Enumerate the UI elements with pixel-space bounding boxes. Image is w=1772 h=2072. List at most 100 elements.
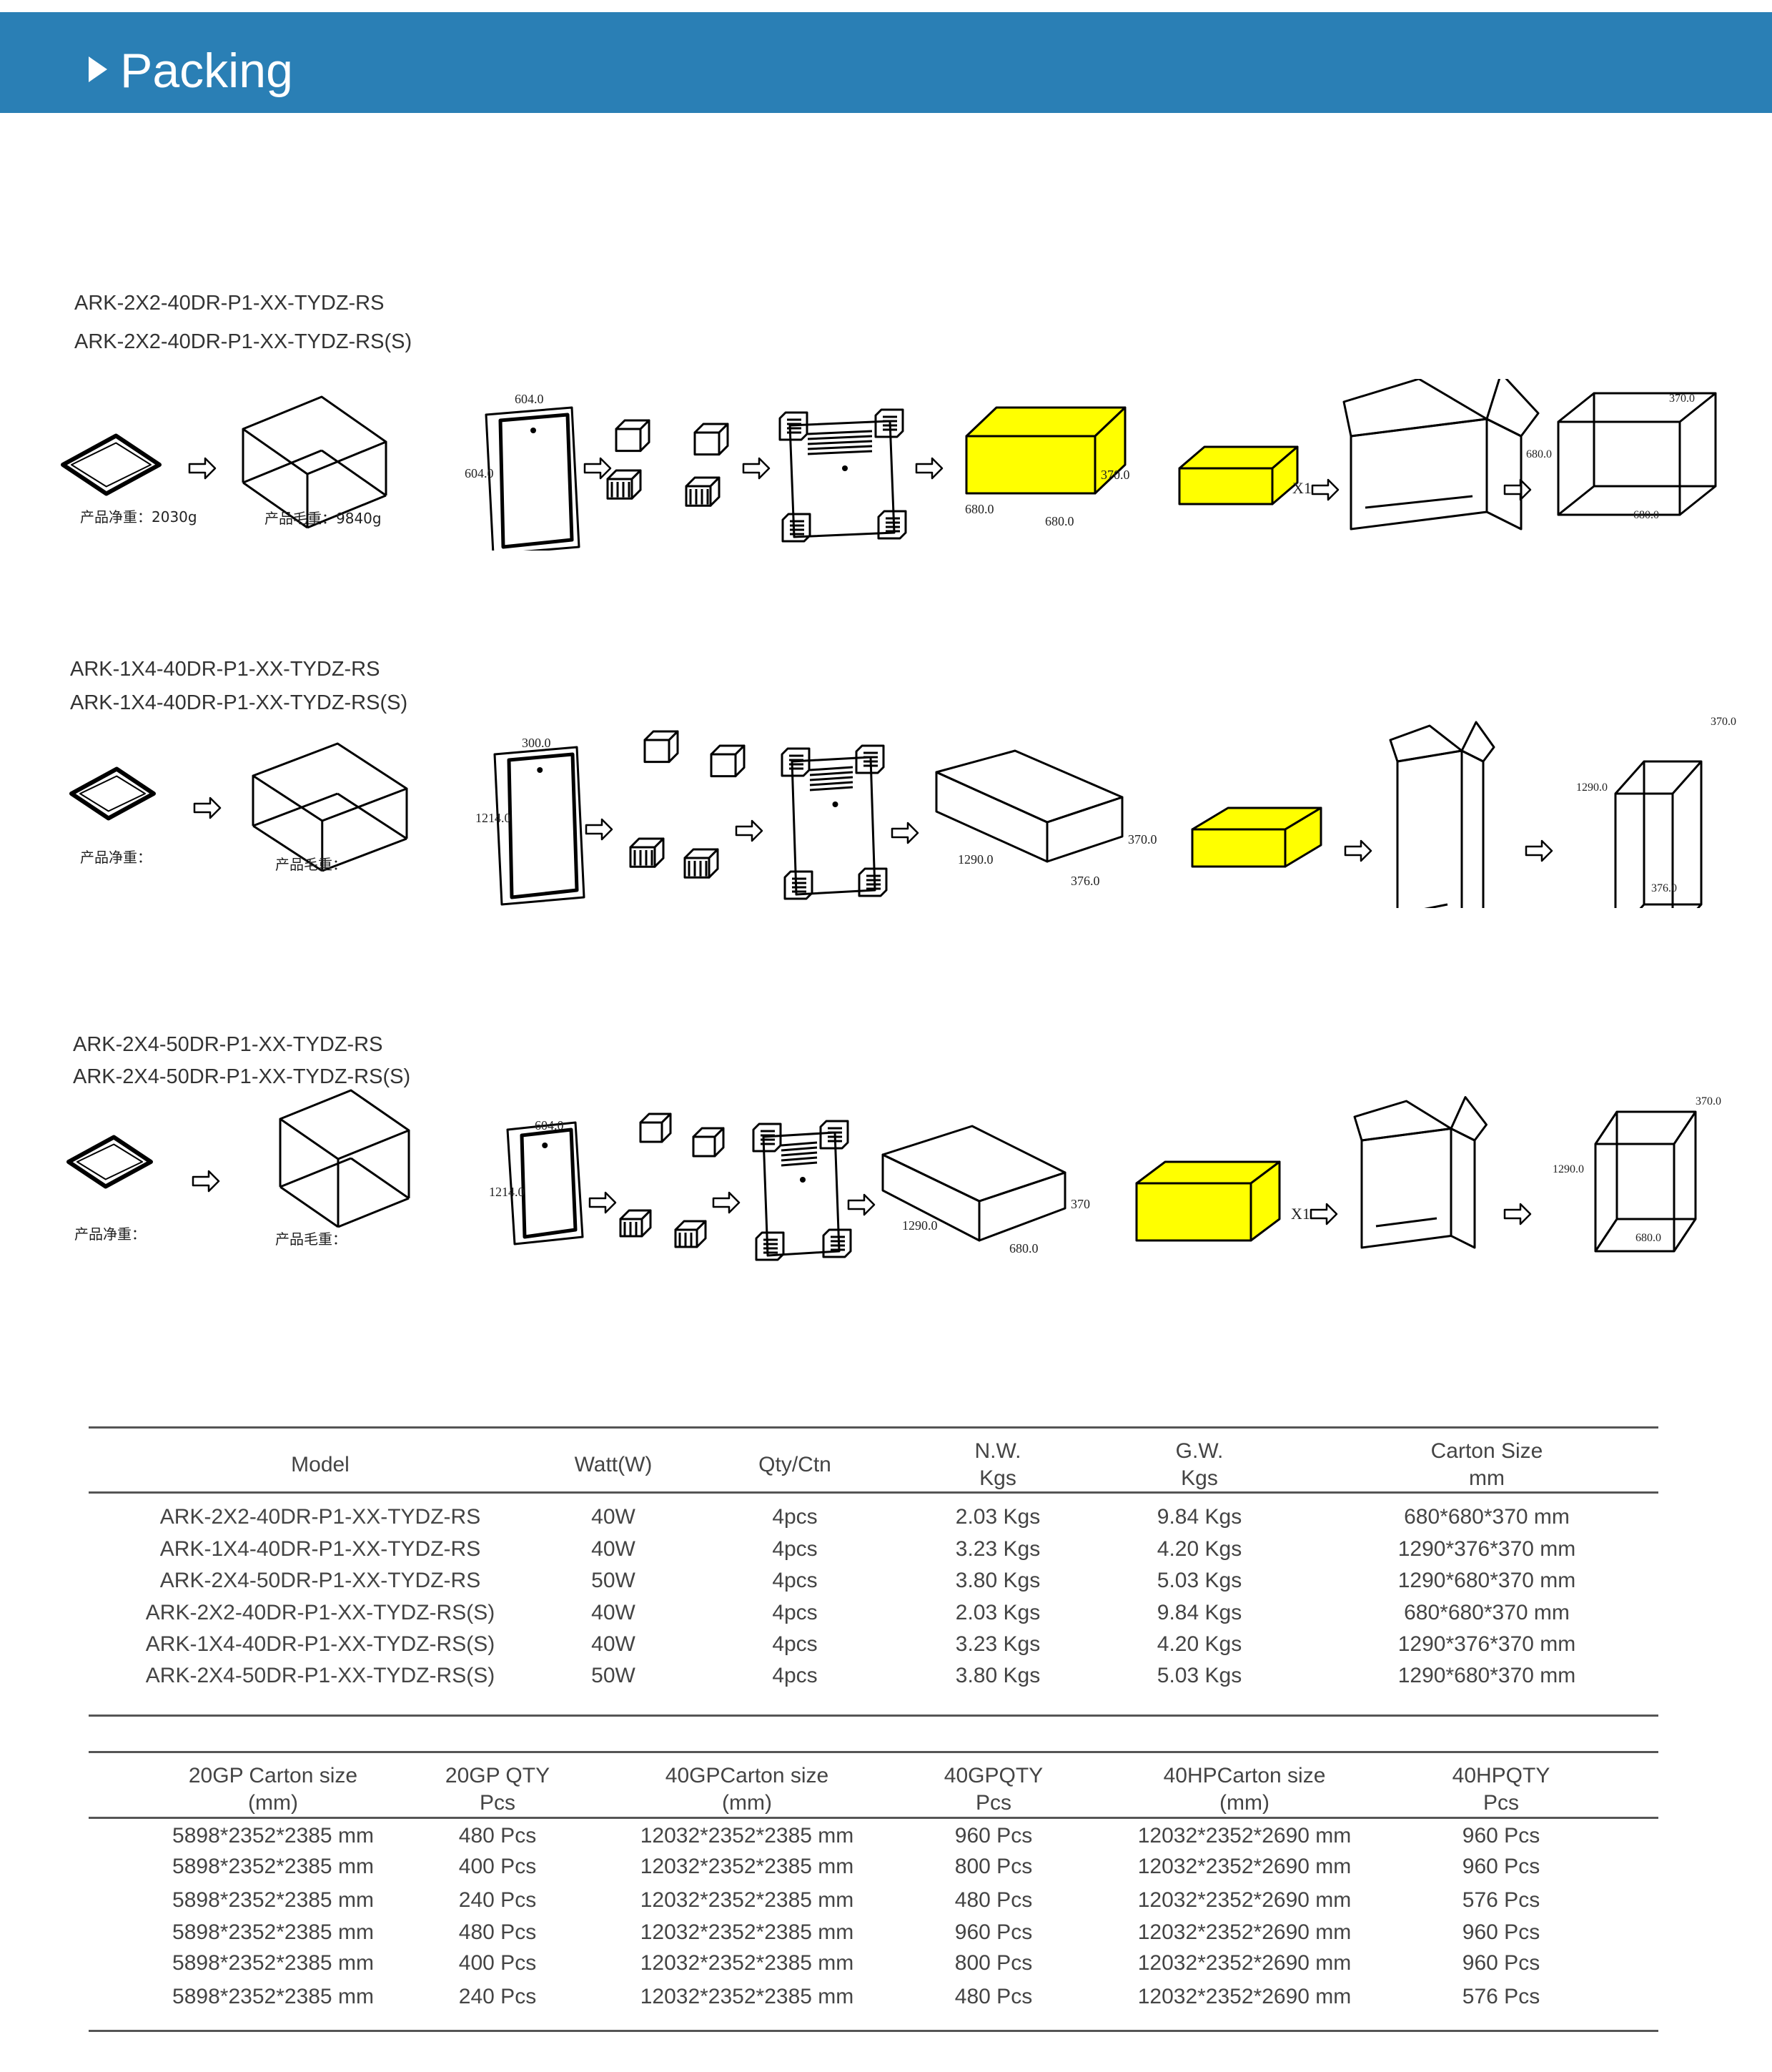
table-bottom-rule bbox=[89, 1715, 1658, 1717]
column-header: 40GPCarton size (mm) bbox=[665, 1762, 828, 1817]
small-box-side bbox=[639, 419, 650, 453]
corner-protector bbox=[778, 411, 808, 441]
net-weight-label: 产品净重： bbox=[80, 849, 152, 866]
stack-line bbox=[807, 440, 873, 445]
dim-label: 1290.0 bbox=[902, 1218, 938, 1233]
column-header-line: 20GP QTY bbox=[445, 1764, 550, 1787]
table-cell: 40W bbox=[591, 1505, 635, 1529]
tray-edge bbox=[337, 1197, 410, 1228]
column-header: Watt(W) bbox=[575, 1451, 653, 1479]
wire-edge bbox=[1679, 485, 1716, 516]
small-box-side bbox=[718, 423, 729, 456]
column-header-line: (mm) bbox=[248, 1791, 298, 1815]
dim-label: 300.0 bbox=[522, 736, 551, 750]
corner-protector bbox=[781, 513, 811, 543]
carton-flap bbox=[1485, 379, 1540, 438]
arrow-icon bbox=[742, 457, 771, 480]
column-header-line: 40GPQTY bbox=[944, 1764, 1044, 1787]
small-box-front bbox=[615, 428, 642, 453]
stack-hole bbox=[842, 465, 848, 471]
column-header-line: mm bbox=[1469, 1466, 1505, 1490]
arrow-icon bbox=[847, 1193, 876, 1216]
table-cell: 4.20 Kgs bbox=[1157, 1537, 1242, 1561]
lamp-inner bbox=[79, 775, 146, 812]
stack-line bbox=[809, 786, 853, 791]
column-header-line: (mm) bbox=[1219, 1791, 1269, 1815]
dim-label: 1290.0 bbox=[1553, 1163, 1584, 1175]
arrow-icon bbox=[712, 1191, 741, 1214]
table-cell: ARK-2X2-40DR-P1-XX-TYDZ-RS(S) bbox=[145, 1601, 495, 1624]
table-cell: 50W bbox=[591, 1569, 635, 1592]
stack-line bbox=[781, 1141, 818, 1147]
section-title: Packing bbox=[120, 44, 293, 98]
column-header-line: Kgs bbox=[979, 1466, 1016, 1490]
dim-label: 1214.0 bbox=[475, 811, 511, 825]
column-header-line: 40GPCarton size bbox=[665, 1764, 829, 1787]
tray-inner bbox=[242, 449, 322, 484]
net-weight-label: 产品净重：2030g bbox=[80, 508, 197, 526]
dim-label: 370.0 bbox=[1101, 468, 1130, 482]
table-cell: 12032*2352*2385 mm bbox=[640, 1951, 854, 1975]
column-header-line: Kgs bbox=[1181, 1466, 1218, 1490]
carton-front bbox=[1350, 418, 1488, 531]
carton-flap bbox=[1389, 724, 1463, 763]
dim-label: 370.0 bbox=[1128, 832, 1157, 847]
long-carton-side bbox=[1046, 796, 1124, 863]
table-cell: 480 Pcs bbox=[458, 1824, 537, 1847]
yellow-carton-side bbox=[1271, 445, 1299, 505]
arrow-icon bbox=[1525, 839, 1553, 862]
table-cell: 12032*2352*2690 mm bbox=[1137, 1855, 1352, 1878]
table-cell: ARK-2X4-50DR-P1-XX-TYDZ-RS(S) bbox=[145, 1664, 495, 1687]
table-cell: 4pcs bbox=[772, 1601, 818, 1624]
wire-edge bbox=[1558, 392, 1595, 423]
table-cell: 9.84 Kgs bbox=[1157, 1505, 1242, 1529]
arrow-icon bbox=[735, 819, 763, 842]
tray-edge bbox=[307, 494, 387, 529]
table-cell: 4pcs bbox=[772, 1632, 818, 1656]
wire-edge bbox=[1594, 1218, 1618, 1252]
table-cell: ARK-1X4-40DR-P1-XX-TYDZ-RS bbox=[159, 1537, 481, 1561]
dim-label: 1290.0 bbox=[1576, 781, 1608, 794]
model-label: ARK-2X4-50DR-P1-XX-TYDZ-RS bbox=[73, 1033, 383, 1056]
play-triangle-icon bbox=[89, 56, 107, 82]
stack-hole bbox=[800, 1177, 806, 1183]
tray-inner bbox=[279, 1157, 352, 1188]
table-top-rule bbox=[89, 1751, 1658, 1753]
small-box-side bbox=[713, 1127, 725, 1158]
tray-edge bbox=[252, 824, 323, 872]
carton-flap bbox=[1342, 379, 1488, 438]
lamp-outline bbox=[69, 766, 156, 821]
wire-edge bbox=[1639, 904, 1645, 908]
column-header: 20GP Carton size(mm) bbox=[189, 1762, 357, 1817]
arrow-icon bbox=[915, 457, 944, 480]
stack-line bbox=[809, 771, 853, 776]
table-cell: 12032*2352*2385 mm bbox=[640, 1855, 854, 1878]
long-carton-side bbox=[978, 1171, 1066, 1242]
small-box-front bbox=[693, 431, 721, 456]
panel-back bbox=[506, 1121, 584, 1245]
corner-protector bbox=[781, 747, 811, 777]
small-box-side bbox=[660, 1113, 672, 1143]
table-cell: 3.80 Kgs bbox=[955, 1664, 1041, 1687]
column-header-line: Model bbox=[291, 1453, 350, 1476]
wire-edge bbox=[1558, 485, 1595, 516]
carton-inner bbox=[1375, 1217, 1437, 1228]
corner-protector bbox=[783, 870, 813, 900]
stack-line bbox=[809, 781, 853, 786]
table-cell: 2.03 Kgs bbox=[955, 1601, 1041, 1624]
column-header-line: 40HPQTY bbox=[1452, 1764, 1550, 1787]
table-cell: 400 Pcs bbox=[458, 1855, 537, 1878]
column-header-line: 40HPCarton size bbox=[1163, 1764, 1326, 1787]
arrow-icon bbox=[1311, 478, 1340, 501]
column-header-line: (mm) bbox=[722, 1791, 772, 1815]
table-cell: 5898*2352*2385 mm bbox=[172, 1920, 374, 1944]
arrow-icon bbox=[583, 457, 612, 480]
lamp-inner bbox=[76, 1143, 143, 1180]
dim-label: 604.0 bbox=[535, 1118, 564, 1133]
arrow-icon bbox=[1310, 1203, 1338, 1225]
striped-box-side bbox=[630, 469, 642, 500]
table-cell: 960 Pcs bbox=[954, 1824, 1033, 1847]
yellow-carton-side bbox=[1249, 1160, 1281, 1242]
